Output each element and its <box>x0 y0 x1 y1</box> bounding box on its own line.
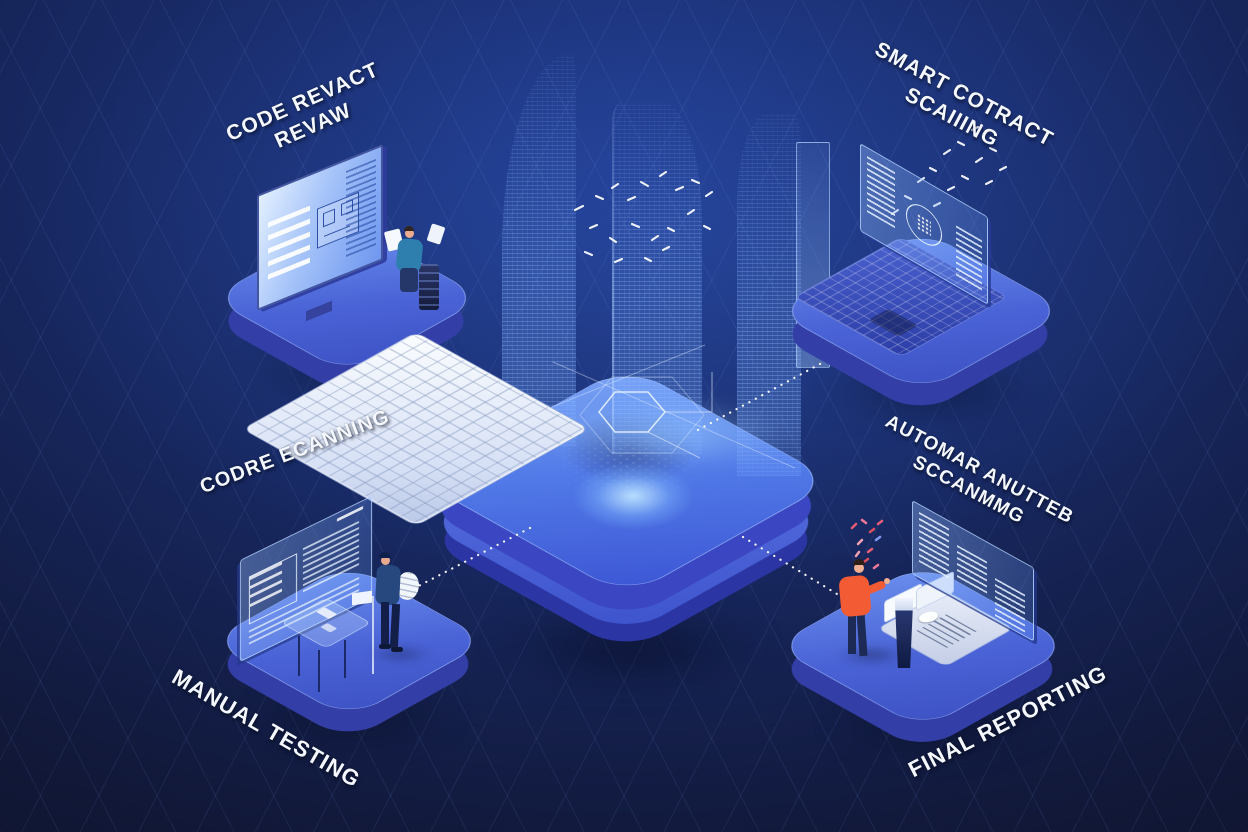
desk-leg <box>344 640 346 678</box>
bug-icon <box>917 212 931 237</box>
screen-list-lines <box>268 205 310 287</box>
flag-pole <box>372 596 374 674</box>
person-shadow <box>358 646 442 662</box>
person-tester-foot <box>379 644 391 649</box>
code-lines-left <box>867 156 895 229</box>
paper-sheet <box>426 223 446 245</box>
laptop-touchpad <box>868 308 918 337</box>
person-auditor-leg <box>848 610 856 654</box>
person-reviewer-legs <box>400 268 418 292</box>
screen-header-bar <box>337 506 363 522</box>
person-tester-torso <box>374 564 402 606</box>
desk-leg <box>298 636 300 676</box>
person-tester-cap <box>379 552 391 558</box>
person-reviewer-hair <box>404 226 414 231</box>
person-shadow <box>826 646 918 664</box>
report-lines-col1 <box>919 511 949 579</box>
data-particles-center <box>573 170 714 264</box>
person-auditor-hair <box>853 559 865 565</box>
person-auditor-torso <box>838 574 872 618</box>
desk-item-sketch <box>320 623 338 633</box>
diagram-node <box>323 208 335 228</box>
person-tester-head <box>381 556 390 565</box>
person-reviewer-head <box>405 229 414 238</box>
code-lines-right <box>956 225 982 293</box>
person-tester-leg <box>381 602 389 646</box>
desk-leg <box>318 650 320 692</box>
label-smart-contract-scanning: SMART COTRACT SCAIIING <box>858 37 1058 176</box>
person-auditor-hand <box>884 578 890 584</box>
person-auditor-head <box>854 563 864 573</box>
screen-side-text <box>346 158 376 262</box>
label-automated-scanning: AUTOMAR ANUTTEB SCCANMMG <box>870 410 1077 550</box>
computer-tower <box>419 264 439 310</box>
wireframe-box-rows <box>250 561 282 610</box>
desk-item-sketch <box>316 607 338 620</box>
person-tester-foot <box>391 647 403 652</box>
scan-emblem-circle <box>906 196 942 254</box>
report-lines-col2 <box>957 544 987 596</box>
